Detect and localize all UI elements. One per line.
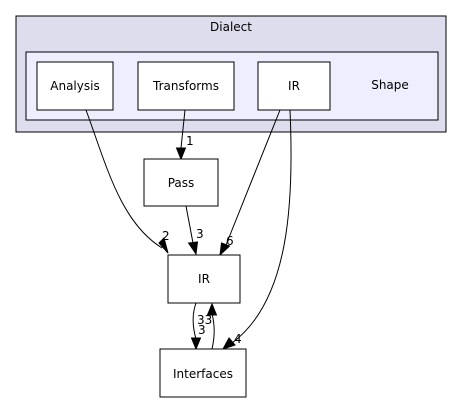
node-label: Analysis [50, 79, 99, 93]
edge-label: 3 [196, 227, 204, 241]
arrowhead [187, 241, 199, 256]
node-box [137, 61, 235, 111]
edges: 1 2 3 6 4 3 [85, 109, 292, 351]
node-transforms[interactable]: Transforms [137, 61, 235, 111]
dialect-cluster-label: Dialect [210, 20, 252, 34]
node-label: IR [288, 79, 300, 93]
edge-shape-ir-to-interfaces[interactable]: 4 [221, 109, 292, 350]
edge-transforms-to-pass[interactable]: 1 [175, 109, 194, 161]
node-box [257, 61, 331, 111]
node-analysis[interactable]: Analysis [36, 61, 114, 111]
node-label: IR [198, 272, 210, 286]
node-ir[interactable]: IR [167, 254, 241, 304]
edge-label: 33 [197, 313, 212, 327]
node-shape-ir[interactable]: IR [257, 61, 331, 111]
node-interfaces[interactable]: Interfaces [159, 348, 247, 398]
node-pass[interactable]: Pass [143, 158, 219, 207]
edge-ir-to-interfaces[interactable]: 3 [190, 302, 206, 351]
edge-label: 2 [162, 229, 170, 243]
node-label: Interfaces [173, 367, 233, 381]
edge-shape-ir-to-ir[interactable]: 6 [219, 109, 281, 257]
edge-label: 6 [226, 234, 234, 248]
arrowhead [221, 337, 236, 350]
arrowhead [175, 147, 187, 161]
node-box [143, 158, 219, 207]
edge-label: 4 [234, 332, 242, 346]
arrowhead [190, 337, 202, 351]
shape-cluster-label: Shape [371, 78, 409, 92]
edge-label: 1 [186, 134, 194, 148]
edge-pass-to-ir[interactable]: 3 [185, 205, 204, 256]
edge-label: 3 [198, 323, 206, 337]
node-label: Transforms [152, 79, 219, 93]
arrowhead [206, 302, 218, 316]
node-box [159, 348, 247, 398]
arrowhead [219, 242, 231, 257]
edge-analysis-to-ir[interactable]: 2 [85, 109, 170, 254]
node-box [36, 61, 114, 111]
edge-interfaces-to-ir[interactable]: 33 [197, 302, 218, 350]
node-box [167, 254, 241, 304]
node-label: Pass [168, 176, 195, 190]
arrowhead [158, 237, 169, 254]
